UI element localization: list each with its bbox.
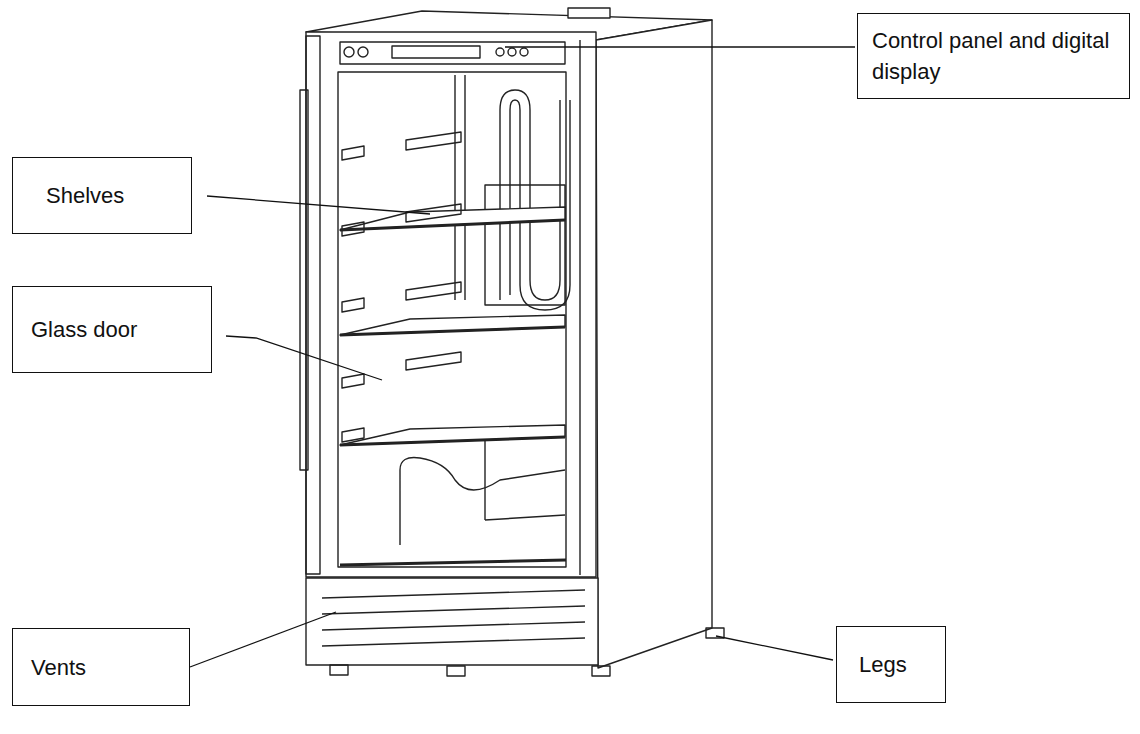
leg bbox=[592, 666, 610, 676]
vent-slat bbox=[322, 590, 585, 598]
leader-line bbox=[226, 336, 382, 380]
callout-text-group: Vents bbox=[31, 652, 86, 683]
frame-edge bbox=[579, 40, 580, 575]
shelf-clip bbox=[342, 146, 364, 160]
shelf-clip bbox=[342, 222, 364, 236]
evaporator-coil bbox=[500, 90, 560, 300]
callout-box: Control panel and digital display bbox=[857, 13, 1130, 99]
fan-guard bbox=[485, 185, 565, 305]
control-button bbox=[508, 48, 516, 56]
vent-slat bbox=[322, 622, 585, 630]
shelf-clip bbox=[406, 282, 461, 300]
vent-slat bbox=[322, 638, 585, 646]
shelf-edge bbox=[340, 220, 565, 230]
control-button bbox=[358, 47, 368, 57]
callout-label: Vents bbox=[31, 652, 86, 683]
leader-line bbox=[190, 612, 336, 667]
digital-display bbox=[392, 46, 480, 58]
leg bbox=[447, 666, 465, 676]
callout-label: Shelves bbox=[46, 180, 124, 211]
rear-rail bbox=[464, 75, 465, 300]
door-handle bbox=[300, 90, 308, 470]
rear-rail bbox=[485, 515, 565, 520]
shelf-clip bbox=[406, 352, 461, 370]
floor-edge bbox=[340, 560, 566, 565]
rear-rail bbox=[484, 440, 485, 520]
control-panel bbox=[340, 42, 565, 64]
leg bbox=[330, 665, 348, 675]
leader-line bbox=[207, 196, 430, 214]
shelf-edge bbox=[340, 327, 565, 335]
leader-line bbox=[505, 46, 855, 47]
vent-slat bbox=[322, 606, 585, 614]
shelf-clip bbox=[342, 298, 364, 312]
shelf-clip bbox=[342, 374, 364, 388]
control-button bbox=[496, 48, 504, 56]
top-fitting bbox=[568, 8, 610, 18]
callout-box: Glass door bbox=[12, 286, 212, 373]
callout-box: Shelves bbox=[12, 157, 192, 234]
rear-rail bbox=[454, 75, 455, 300]
callout-text-group: Control panel and digital display bbox=[872, 25, 1121, 87]
wire-shelf bbox=[340, 207, 565, 230]
callout-text-group: Shelves bbox=[46, 180, 124, 211]
callout-text-group: Glass door bbox=[31, 314, 137, 345]
control-button bbox=[344, 47, 354, 57]
callout-text-group: Legs bbox=[859, 649, 907, 680]
shelf-edge bbox=[340, 437, 565, 445]
callout-label: Legs bbox=[859, 649, 907, 680]
callout-box: Vents bbox=[12, 628, 190, 706]
door-frame bbox=[306, 32, 596, 577]
leader-line bbox=[716, 636, 833, 660]
glass-pane bbox=[338, 72, 566, 567]
control-button bbox=[520, 48, 528, 56]
wire-shelf bbox=[340, 425, 565, 445]
cabinet-side bbox=[596, 20, 712, 668]
shelf-clip bbox=[406, 132, 461, 150]
callout-box: Legs bbox=[836, 626, 946, 703]
shelf-clip bbox=[342, 428, 364, 442]
callout-label: Glass door bbox=[31, 314, 137, 345]
evaporator-coil bbox=[510, 100, 570, 310]
callout-label: Control panel and digital display bbox=[872, 25, 1121, 87]
wire-shelf bbox=[340, 315, 565, 335]
drain-pipe bbox=[400, 458, 565, 546]
vent-panel bbox=[306, 578, 598, 665]
